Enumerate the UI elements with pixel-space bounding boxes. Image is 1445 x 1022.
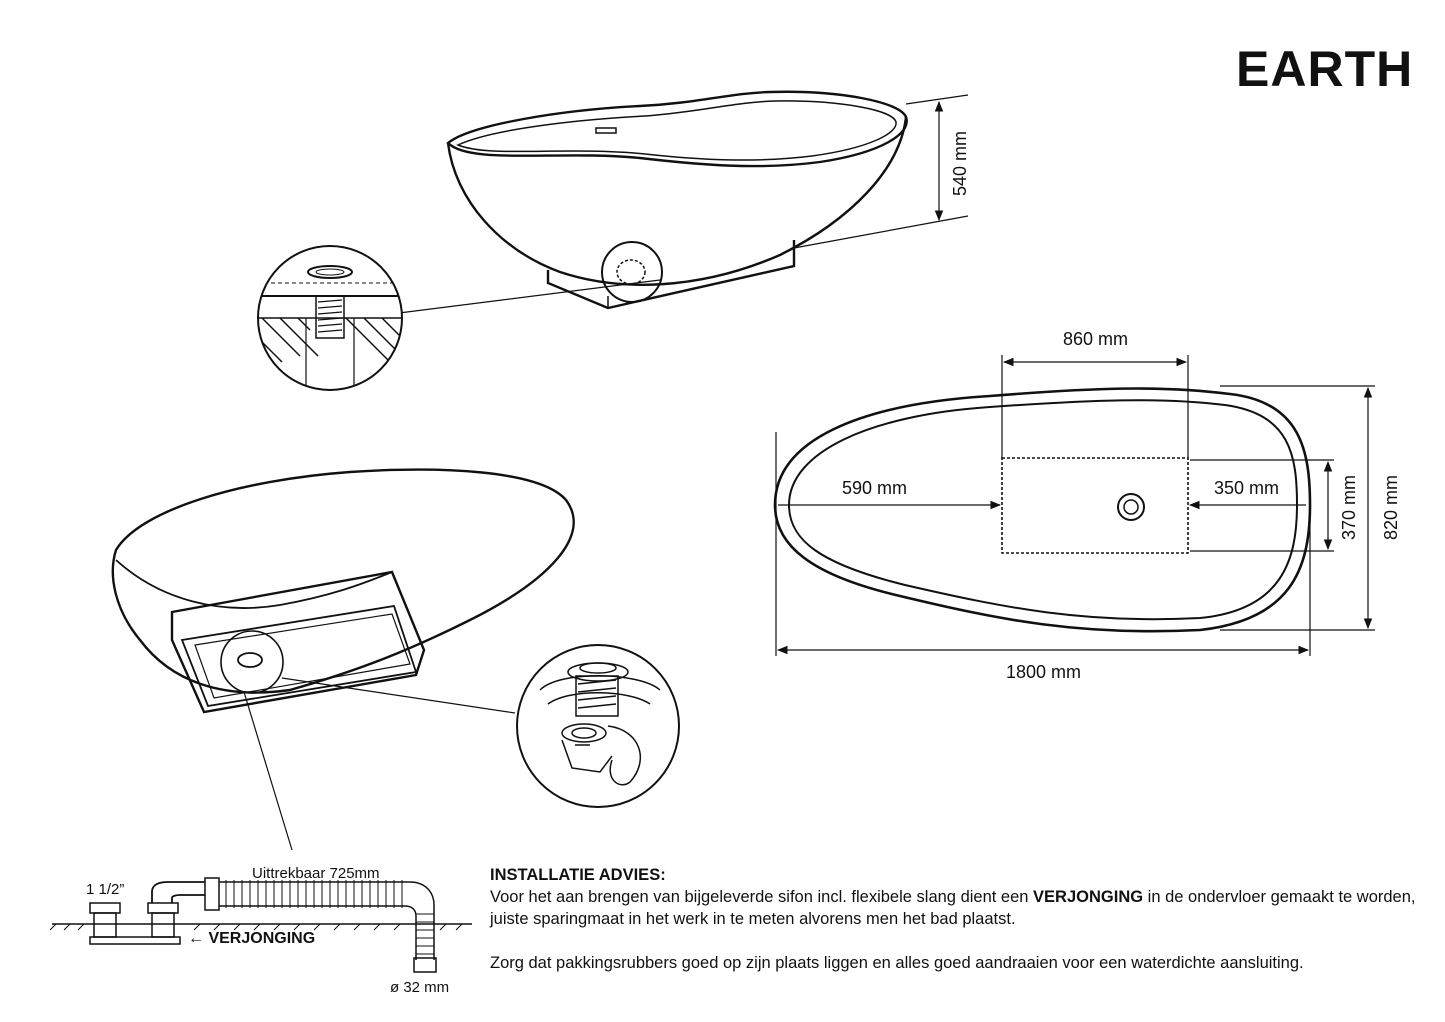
advice-text-1a: Voor het aan brengen van bijgeleverde si… (490, 888, 1034, 906)
advice-text-bold: VERJONGING (1033, 888, 1144, 906)
leader-line-siphon (243, 691, 293, 851)
dim-820-label: 820 mm (1381, 475, 1401, 540)
plan-dimensions (775, 355, 1375, 656)
advice-paragraph-1: Voor het aan brengen van bijgeleverde si… (490, 886, 1420, 930)
installation-advice: INSTALLATIE ADVIES: Voor het aan brengen… (490, 864, 1420, 974)
extendable-label: Uittrekbaar 725mm (252, 865, 380, 882)
dim-370-label: 370 mm (1339, 475, 1359, 540)
drain-detail-circle (257, 245, 661, 391)
product-title: EARTH (1236, 41, 1414, 97)
reduction-label: ← VERJONGING (188, 930, 315, 947)
siphon-size-label: 1 1/2” (86, 881, 124, 898)
bathtub-top-view (773, 387, 1312, 633)
dim-540-label: 540 mm (950, 131, 970, 196)
dim-1800-label: 1800 mm (1006, 662, 1081, 682)
bathtub-side-view (446, 90, 908, 310)
bathtub-underside-view (111, 468, 575, 714)
advice-paragraph-2: Zorg dat pakkingsrubbers goed op zijn pl… (490, 954, 1304, 972)
dim-860-label: 860 mm (1063, 329, 1128, 349)
leader-line (281, 677, 516, 714)
advice-heading: INSTALLATIE ADVIES: (490, 866, 666, 884)
diameter-label: ø 32 mm (390, 979, 449, 996)
dimension-height (793, 94, 969, 249)
siphon-diagram (49, 877, 472, 973)
dim-350-label: 350 mm (1214, 478, 1279, 498)
dim-590-label: 590 mm (842, 478, 907, 498)
advice-text-1b: in de ondervloer gemaakt te worden, juis… (490, 888, 1416, 928)
fitting-detail-circle (516, 644, 680, 808)
